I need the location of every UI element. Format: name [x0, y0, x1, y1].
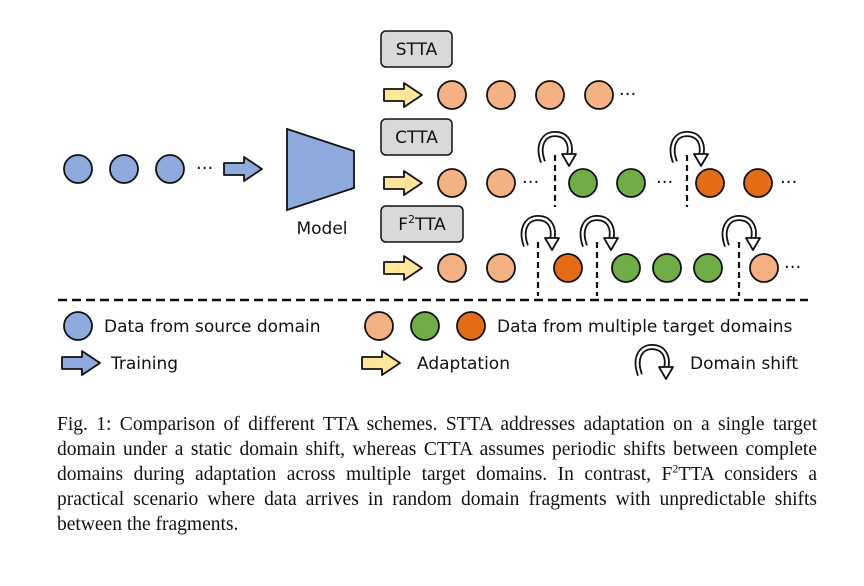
target-data-circle [749, 253, 779, 283]
target-data-circle [693, 253, 723, 283]
training-arrow-icon [223, 156, 263, 182]
target-data-circle [611, 253, 641, 283]
legend-target-swatch [364, 311, 394, 341]
domain-shift-icon [541, 134, 576, 166]
domain-shift-icon [725, 218, 760, 250]
source-data-circle [63, 154, 93, 184]
legend-training-label: Training [110, 354, 178, 374]
legend-domain-shift-icon [638, 347, 673, 379]
tta-schemes-diagram: ··· Model STTA CTTA F2TTA ··· ··· ··· ··… [58, 30, 808, 400]
figure-caption: Fig. 1: Comparison of different TTA sche… [57, 412, 817, 537]
ellipsis: ··· [619, 84, 636, 105]
legend-adaptation-label: Adaptation [417, 354, 510, 374]
source-data-circle [109, 154, 139, 184]
domain-shift-icon [673, 134, 708, 166]
caption-suffix: TTA considers a practical scenario where… [57, 464, 817, 535]
ctta-row: ··· ··· ··· [383, 134, 797, 207]
adaptation-arrow-icon [383, 255, 423, 281]
target-data-circle [437, 168, 467, 198]
ellipsis: ··· [784, 257, 801, 278]
target-data-circle [584, 80, 614, 110]
ellipsis: ··· [522, 172, 539, 193]
legend-target-swatch [410, 311, 440, 341]
stta-row: ··· [383, 80, 636, 110]
target-data-circle [437, 80, 467, 110]
adaptation-arrow-icon [383, 82, 423, 108]
f2tta-tag-label: F2TTA [398, 213, 446, 235]
legend-source-label: Data from source domain [104, 317, 320, 337]
target-data-circle [486, 80, 516, 110]
legend-shift-label: Domain shift [690, 354, 798, 374]
legend-training-arrow-icon [61, 350, 101, 376]
target-data-circle [535, 80, 565, 110]
target-data-circle [486, 253, 516, 283]
stta-tag [380, 30, 453, 68]
caption-superscript: 2 [672, 461, 679, 476]
target-data-circle [652, 253, 682, 283]
model-label: Model [296, 219, 347, 239]
ellipsis: ··· [656, 172, 673, 193]
ctta-tag [380, 118, 453, 156]
model-shape [286, 127, 355, 212]
legend-adaptation-arrow-icon [361, 350, 401, 376]
target-data-circle [616, 168, 646, 198]
target-data-circle [743, 168, 773, 198]
legend-source-swatch [63, 311, 93, 341]
caption-prefix: Fig. 1: Comparison of different TTA sche… [57, 414, 817, 485]
legend-target-swatch [456, 311, 486, 341]
legend: Data from source domain Data from multip… [61, 311, 798, 379]
source-data-row: ··· [63, 154, 213, 184]
target-data-circle [437, 253, 467, 283]
domain-shift-icon [524, 218, 559, 250]
ctta-tag-label: CTTA [395, 128, 438, 148]
target-data-circle [553, 253, 583, 283]
target-data-circle [695, 168, 725, 198]
f2tta-row: ··· [383, 218, 801, 296]
adaptation-arrow-icon [383, 170, 423, 196]
legend-target-label: Data from multiple target domains [497, 317, 793, 337]
source-data-circle [155, 154, 185, 184]
stta-tag-label: STTA [396, 40, 438, 60]
target-data-circle [486, 168, 516, 198]
ellipsis: ··· [196, 158, 213, 179]
ellipsis: ··· [780, 172, 797, 193]
domain-shift-icon [583, 218, 618, 250]
target-data-circle [568, 168, 598, 198]
f2tta-tag [380, 205, 464, 243]
